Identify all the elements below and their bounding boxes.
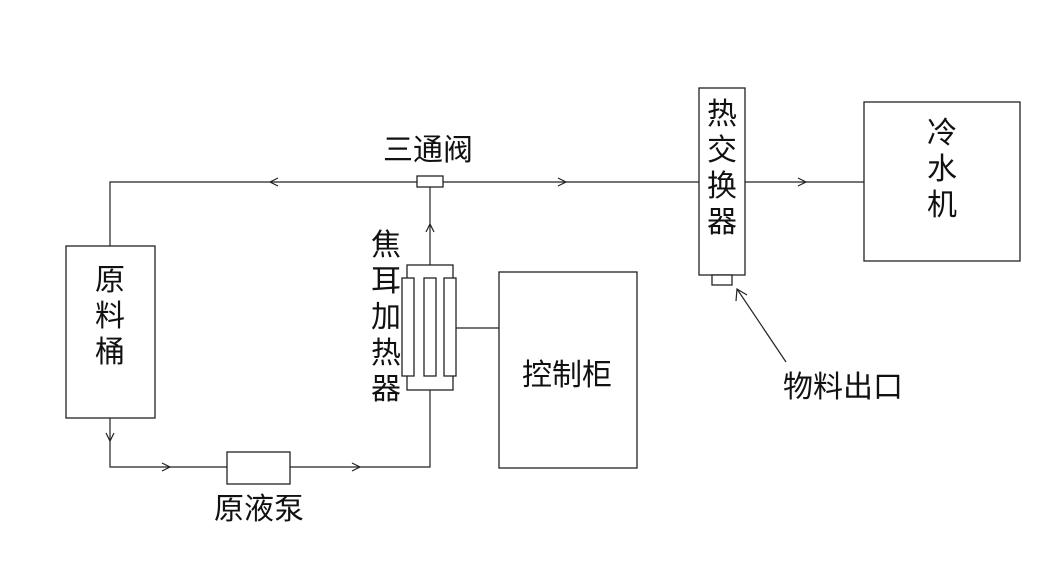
heater-tube-right xyxy=(443,277,457,377)
feed-pump-label: 原液泵 xyxy=(214,492,304,527)
heat-exchanger-label: 热交换器 xyxy=(707,97,737,240)
chiller-label: 冷水机 xyxy=(927,116,957,223)
flow-arrow-right xyxy=(557,177,568,187)
raw-tank-box xyxy=(65,245,156,419)
pump-to-heater-line xyxy=(290,390,431,468)
chiller-box xyxy=(863,101,1021,262)
feed-pump-box xyxy=(226,451,291,485)
three-way-valve-label: 三通阀 xyxy=(383,133,473,168)
joule-heater-label: 焦耳加热器 xyxy=(371,228,401,407)
flow-arrow-chiller xyxy=(797,177,808,187)
flow-arrow-left xyxy=(268,177,279,187)
heater-tube-left xyxy=(401,277,415,377)
three-way-valve-box xyxy=(416,175,444,188)
outlet-pointer-line xyxy=(736,288,787,363)
flow-arrow-pump-out xyxy=(351,462,362,472)
tank-to-pump-line xyxy=(109,418,227,468)
control-cabinet-label: 控制柜 xyxy=(522,358,612,393)
flow-arrow-pump-in xyxy=(161,462,172,472)
heater-tube-center xyxy=(423,277,437,377)
material-outlet-label: 物料出口 xyxy=(783,370,903,405)
raw-tank-label: 原料桶 xyxy=(95,263,125,370)
heat-exchanger-outlet xyxy=(711,274,733,286)
outlet-pointer-head xyxy=(735,287,748,302)
control-cabinet-box xyxy=(498,271,638,469)
heat-exchanger-box xyxy=(698,87,746,276)
flow-arrow-down xyxy=(105,432,115,443)
return-pipe-line xyxy=(109,181,699,246)
flow-arrow-up xyxy=(425,222,435,233)
